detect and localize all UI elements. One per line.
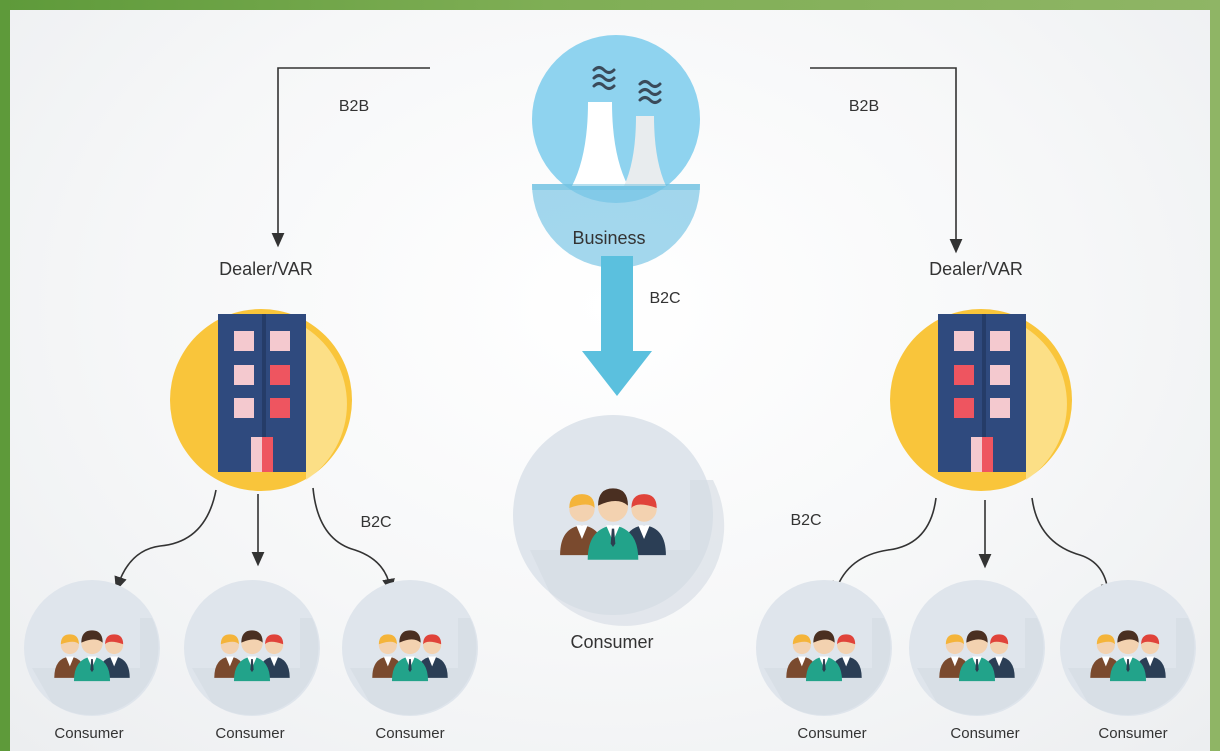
node-label-business: Business [572, 228, 646, 248]
diagram-graphics [10, 35, 1210, 751]
edge-label-b2c-right: B2C [790, 512, 822, 529]
edge-label-b2b-right: B2B [848, 98, 880, 115]
node-label-consumer-center: Consumer [570, 632, 654, 652]
people-group-icon-right-1 [756, 580, 892, 716]
people-group-icon-right-3 [1060, 580, 1196, 716]
people-group-icon-center [513, 415, 725, 626]
node-label-consumer-right-1: Consumer [797, 725, 867, 742]
b2c-connector-left-3 [312, 487, 395, 594]
office-building-icon-right [890, 309, 1072, 491]
factory-icon [532, 35, 700, 268]
people-group-icon-left-1 [24, 580, 160, 716]
b2b-connector-right [810, 67, 963, 254]
people-group-icon-left-2 [184, 580, 320, 716]
node-label-dealer-left: Dealer/VAR [219, 259, 313, 279]
b2c-connector-right-3 [1031, 497, 1114, 599]
b2c-arrow-center [582, 256, 652, 396]
office-building-icon-left [170, 309, 352, 491]
b2c-connector-right-1 [832, 497, 937, 597]
node-label-consumer-left-1: Consumer [54, 725, 124, 742]
node-label-consumer-left-3: Consumer [375, 725, 445, 742]
edge-label-b2c-center: B2C [649, 290, 681, 307]
edge-label-b2b-left: B2B [338, 98, 370, 115]
edge-label-b2c-left: B2C [360, 514, 392, 531]
node-label-consumer-right-3: Consumer [1098, 725, 1168, 742]
node-label-dealer-right: Dealer/VAR [929, 259, 1023, 279]
people-group-icon-right-2 [909, 580, 1045, 716]
b2c-connector-left-1 [114, 489, 217, 592]
node-label-consumer-right-2: Consumer [950, 725, 1020, 742]
diagram-canvas: B2B B2B Business B2C Dealer/VAR Dealer/V… [10, 10, 1210, 751]
b2b-connector-left [271, 67, 430, 248]
node-label-consumer-left-2: Consumer [215, 725, 285, 742]
people-group-icon-left-3 [342, 580, 478, 716]
